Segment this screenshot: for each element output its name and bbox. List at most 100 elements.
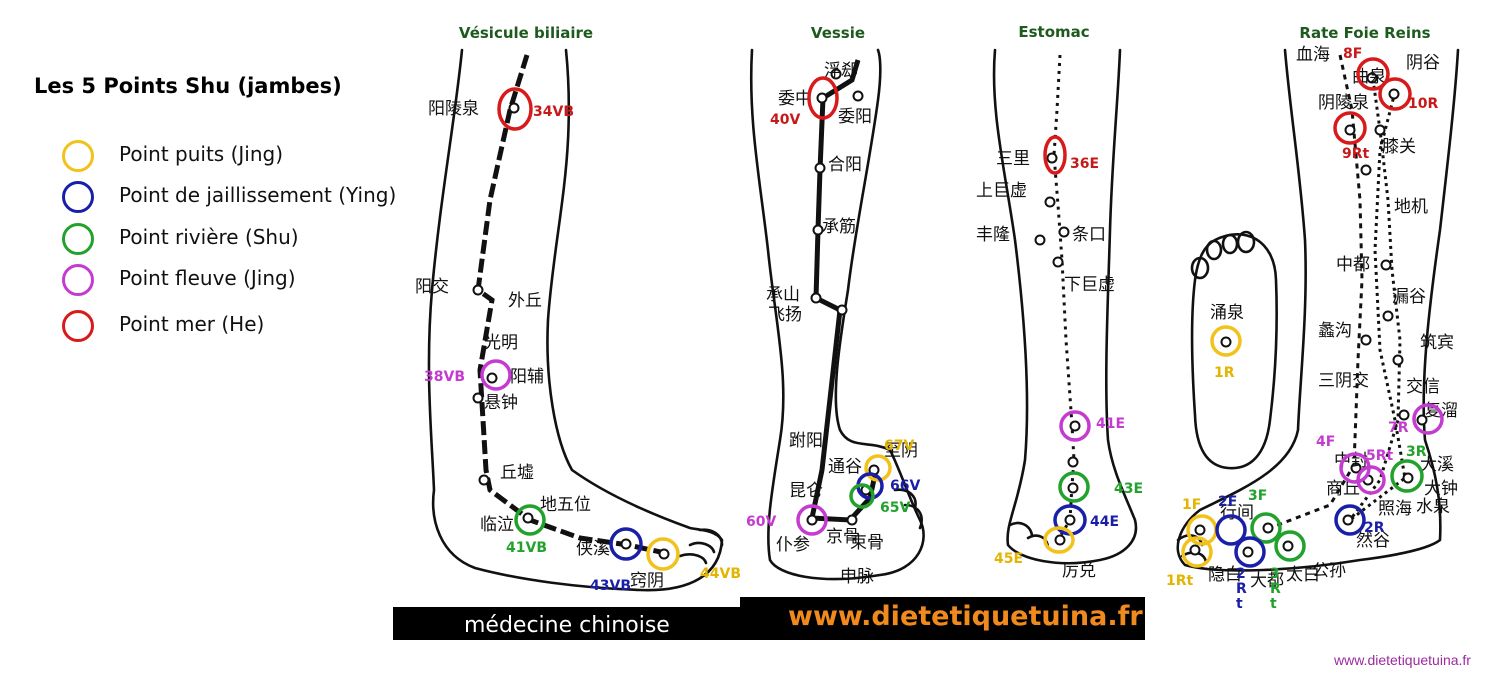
point-label: 9Rt <box>1342 146 1370 162</box>
acupoint-dot <box>1069 420 1081 432</box>
chinese-point-name: 漏谷 <box>1392 287 1426 307</box>
acupoint-dot <box>1388 88 1400 100</box>
point-label: 43E <box>1114 481 1143 497</box>
chinese-point-name: 水泉 <box>1416 497 1450 517</box>
acupoint-dot <box>846 514 858 526</box>
point-label: 3F <box>1248 488 1267 504</box>
chinese-point-name: 合阳 <box>828 155 862 175</box>
sole-toes <box>1190 230 1256 280</box>
footer-caption: médecine chinoise <box>464 613 670 638</box>
point-label: 44VB <box>700 566 741 582</box>
chinese-point-name: 阳辅 <box>510 367 544 387</box>
chinese-point-name: 委中 <box>778 89 812 109</box>
acupoint-dot <box>816 92 828 104</box>
point-ring <box>1043 135 1067 175</box>
acupoint-dot <box>1046 152 1058 164</box>
bladder-meridian <box>808 59 879 523</box>
acupoint-dot <box>1064 514 1076 526</box>
acupoint-dot <box>1398 409 1410 421</box>
chinese-point-name: 仆参 <box>776 535 810 555</box>
acupoint-dot <box>1242 546 1254 558</box>
point-ring <box>1390 459 1424 493</box>
chinese-point-name: 临泣 <box>480 515 514 535</box>
acupoint-dot <box>1416 414 1428 426</box>
chinese-point-name: 阳陵泉 <box>428 99 479 119</box>
point-label: 41E <box>1096 416 1125 432</box>
chinese-point-name: 光明 <box>484 333 518 353</box>
footer-url[interactable]: www.dietetiquetuina.fr <box>788 601 1143 632</box>
point-ring <box>1043 526 1075 554</box>
acupoint-dot <box>1067 456 1079 468</box>
chinese-point-name: 涌泉 <box>1210 303 1244 323</box>
watermark: www.dietetiquetuina.fr <box>1334 652 1471 668</box>
chinese-point-name: 上巨虚 <box>976 181 1027 201</box>
chinese-point-name: 京骨 <box>826 527 860 547</box>
sole-outline <box>1190 233 1278 470</box>
chinese-point-name: 血海 <box>1296 45 1330 65</box>
chinese-point-name: 至阴 <box>884 441 918 461</box>
chinese-point-name: 承筋 <box>822 217 856 237</box>
point-ring <box>849 483 875 509</box>
point-ring <box>1333 111 1367 145</box>
chinese-point-name: 三阴交 <box>1318 371 1369 391</box>
chinese-point-name: 束骨 <box>850 533 884 553</box>
point-ring <box>646 537 680 571</box>
acupoint-dot <box>1044 196 1056 208</box>
chinese-point-name: 条口 <box>1072 225 1106 245</box>
acupoint-dot <box>1344 124 1356 136</box>
chinese-point-name: 承山 <box>766 285 800 305</box>
acupoint-dot <box>620 538 632 550</box>
point-label: 67V <box>884 438 914 454</box>
gallbladder-meridian <box>475 54 666 556</box>
chinese-point-name: 侠溪 <box>576 539 610 559</box>
point-label: 1Rt <box>1166 573 1194 589</box>
acupoint-dot <box>806 514 818 526</box>
point-label: 2R <box>1364 520 1385 536</box>
acupoint-dot <box>1052 256 1064 268</box>
acupoint-dot <box>1067 482 1079 494</box>
point-ring <box>1378 77 1412 111</box>
legend-label: Point rivière (Shu) <box>119 225 299 249</box>
chinese-point-name: 商丘 <box>1326 479 1360 499</box>
acupoint-dot <box>508 102 520 114</box>
chinese-point-name: 行间 <box>1220 503 1254 523</box>
point-ring <box>609 527 643 561</box>
legend-label: Point puits (Jing) <box>119 142 283 166</box>
point-ring <box>796 504 828 536</box>
acupoint-dot <box>1350 462 1362 474</box>
point-label: 5Rt <box>1366 448 1394 464</box>
acupoint-dot <box>472 284 484 296</box>
point-ring <box>1412 403 1444 435</box>
point-label: 2F <box>1218 494 1237 510</box>
point-ring <box>497 87 533 131</box>
point-label: 38VB <box>424 369 465 385</box>
point-ring <box>1356 57 1390 91</box>
chinese-point-name: 昆仑 <box>789 481 823 501</box>
acupoint-dot <box>478 474 490 486</box>
acupoint-dot <box>522 512 534 524</box>
chinese-point-name: 照海 <box>1378 499 1412 519</box>
legend-label: Point mer (He) <box>119 312 265 336</box>
point-label: 4F <box>1316 434 1335 450</box>
acupoint-dot <box>1034 234 1046 246</box>
chinese-point-name: 交信 <box>1406 377 1440 397</box>
chinese-point-name: 阴谷 <box>1406 53 1440 73</box>
acupoint-dot <box>810 292 822 304</box>
legend-ring-icon <box>62 140 94 172</box>
chinese-point-name: 然谷 <box>1356 531 1390 551</box>
point-ring <box>1250 512 1282 544</box>
panel-title: Vessie <box>811 24 865 42</box>
point-label: 65V <box>880 500 910 516</box>
point-ring <box>1234 536 1266 568</box>
chinese-point-name: 飞扬 <box>768 305 802 325</box>
chinese-point-name: 窍阴 <box>630 571 664 591</box>
point-label: 44E <box>1090 514 1119 530</box>
point-ring <box>1215 514 1247 546</box>
chinese-point-name: 浮郄 <box>824 61 858 81</box>
acupoint-dot <box>1342 514 1354 526</box>
panel-title: Rate Foie Reins <box>1299 24 1430 42</box>
point-ring <box>480 359 512 391</box>
